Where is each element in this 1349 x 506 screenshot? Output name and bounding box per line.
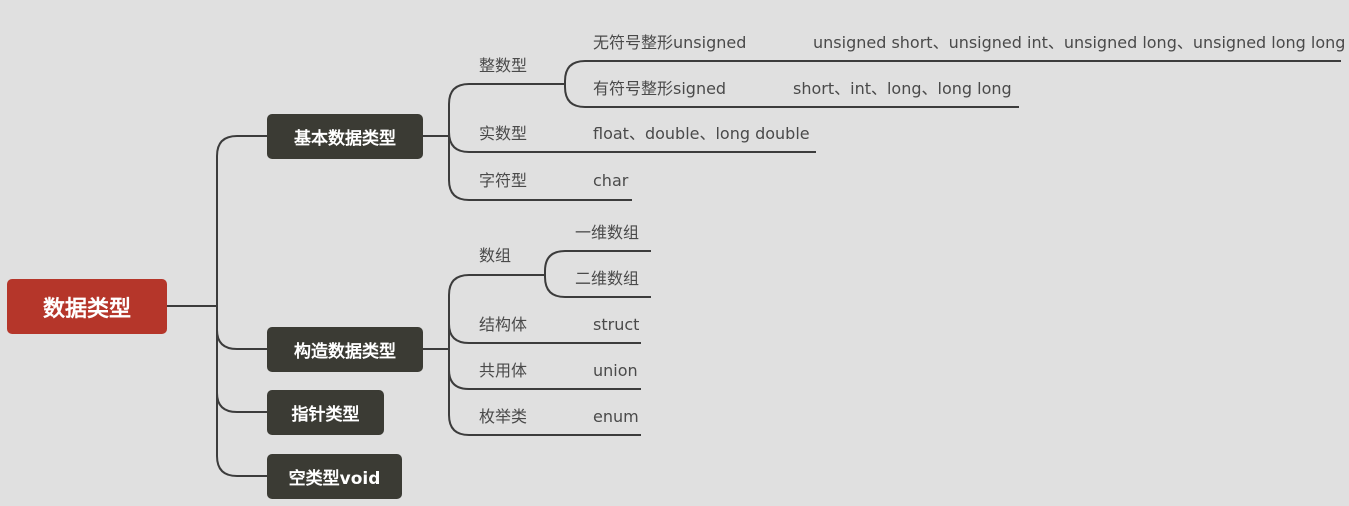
signed-types[interactable]: short、int、long、long long: [793, 79, 1012, 98]
integer-spine: [564, 60, 586, 108]
enum-keyword[interactable]: enum: [593, 407, 639, 426]
subtopic-union[interactable]: 共用体: [479, 361, 528, 380]
subtopic-real[interactable]: 实数型: [479, 124, 528, 143]
subtopic-enum[interactable]: 枚举类: [479, 407, 528, 426]
subtopic-signed[interactable]: 有符号整形signed: [593, 79, 727, 98]
subtopic-struct[interactable]: 结构体: [479, 315, 528, 334]
subtopic-integer[interactable]: 整数型: [479, 56, 528, 75]
unsigned-types[interactable]: unsigned short、unsigned int、unsigned lon…: [813, 33, 1346, 52]
underline-struct: [448, 323, 641, 344]
real-types[interactable]: float、double、long double: [593, 124, 810, 143]
subtopic-character[interactable]: 字符型: [479, 171, 528, 190]
topic-spine: [216, 135, 238, 477]
array-two-dim[interactable]: 二维数组: [575, 269, 640, 288]
constructed-spine: [448, 274, 470, 436]
union-keyword[interactable]: union: [593, 361, 638, 380]
connector-constructed: [216, 329, 267, 350]
topic-pointer-type[interactable]: 指针类型: [267, 390, 384, 435]
basic-spine: [448, 83, 470, 201]
topic-constructed-data-types[interactable]: 构造数据类型: [267, 327, 423, 372]
topic-void-type[interactable]: 空类型void: [267, 454, 402, 499]
subtopic-array[interactable]: 数组: [479, 246, 512, 265]
topic-basic-data-types[interactable]: 基本数据类型: [267, 114, 423, 159]
root-node[interactable]: 数据类型: [7, 279, 167, 334]
array-spine: [544, 250, 566, 298]
struct-keyword[interactable]: struct: [593, 315, 640, 334]
array-one-dim[interactable]: 一维数组: [575, 223, 640, 242]
underline-real: [448, 131, 816, 153]
character-types[interactable]: char: [593, 171, 629, 190]
underline-union: [448, 369, 641, 390]
connector-pointer: [216, 392, 267, 413]
subtopic-unsigned[interactable]: 无符号整形unsigned: [593, 33, 747, 52]
